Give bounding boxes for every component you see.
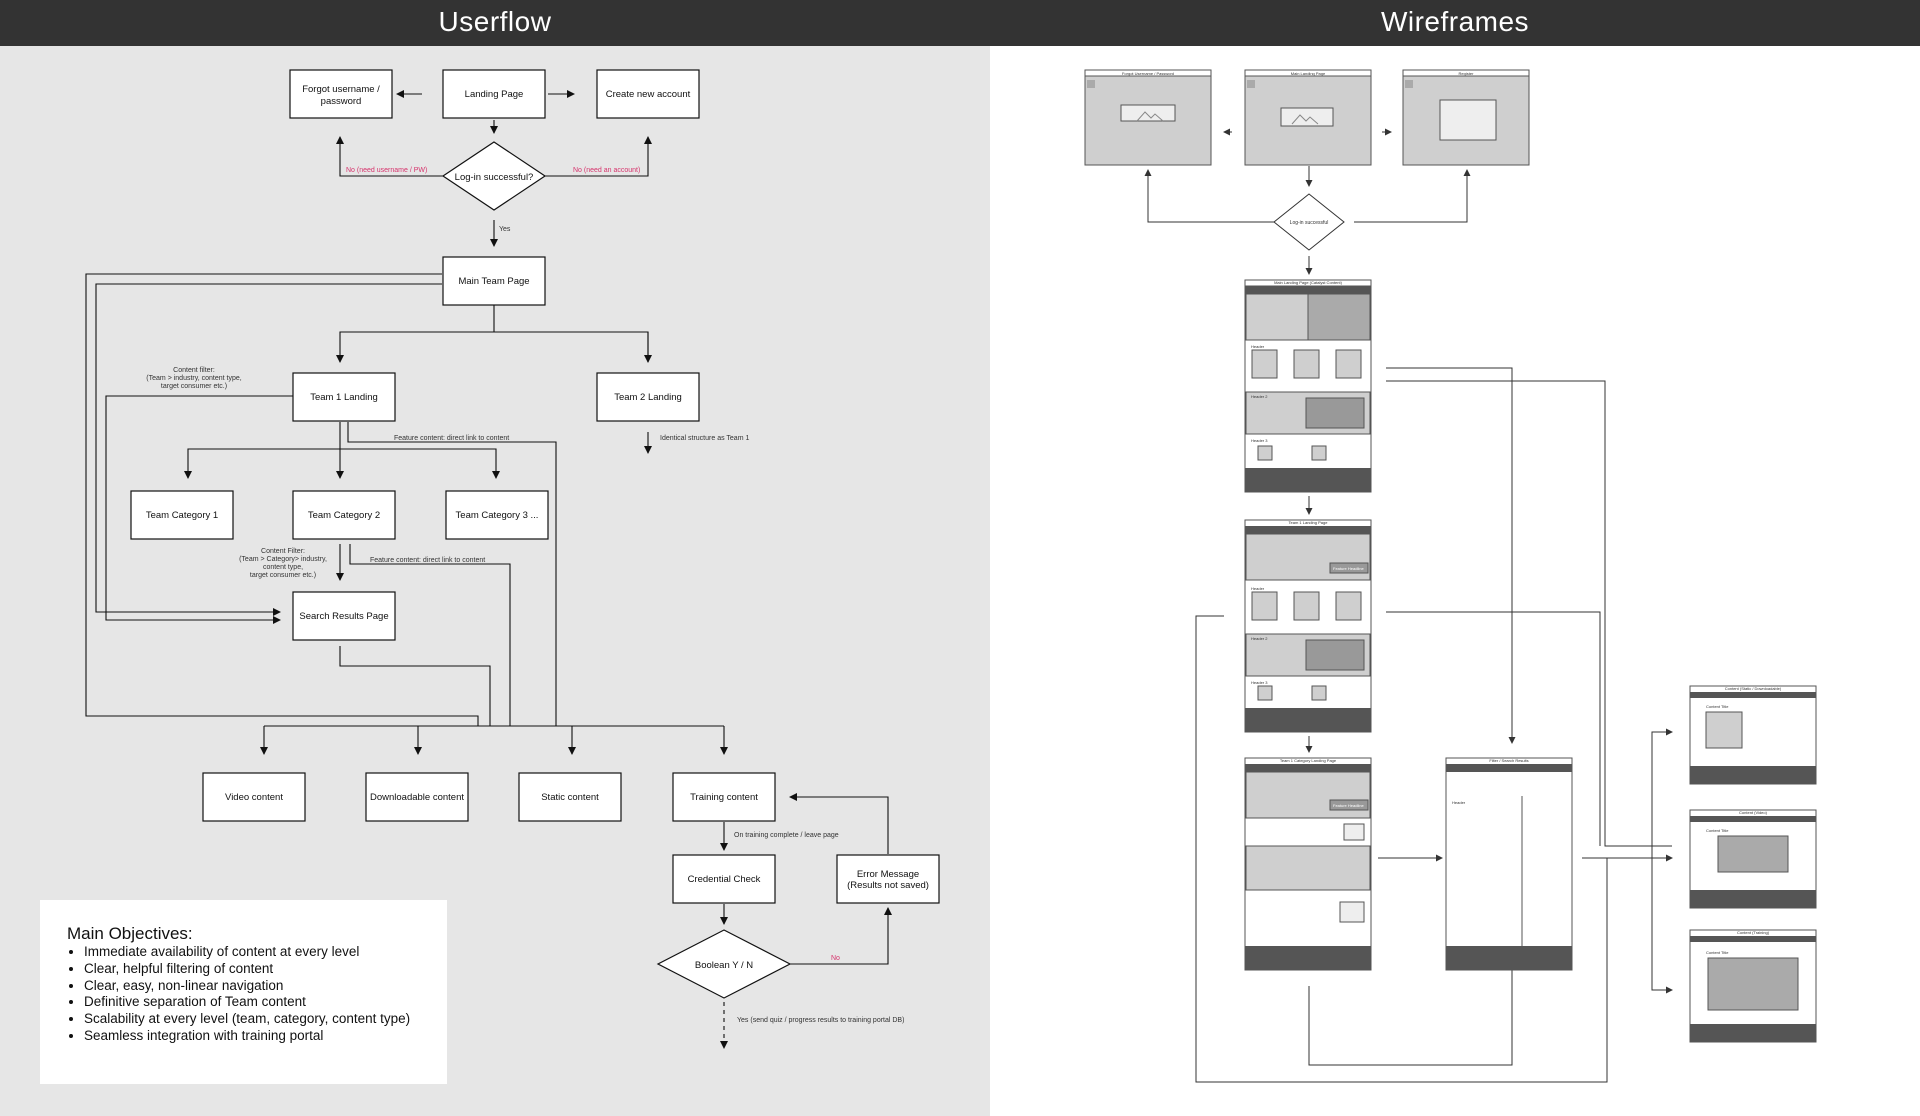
yes-send-label: Yes (send quiz / progress results to tra… [737,1017,904,1024]
content-filter-1-line3: target consumer etc.) [161,383,227,390]
training-label: Training content [690,792,758,803]
forgot-node [289,69,393,119]
downloadable-label: Downloadable content [370,792,464,803]
content-filter-1-line1: Content filter: [173,367,215,374]
title-bar: Userflow Wireframes [0,0,1920,46]
objective-item: Immediate availability of content at eve… [84,944,410,961]
no-username-label: No (need username / PW) [346,167,427,174]
landing-label: Landing Page [465,89,524,100]
login-decision [441,141,547,211]
create-account-node [596,69,700,119]
objectives-title: Main Objectives: [67,924,193,943]
credential-node [672,854,776,904]
static-node [518,772,622,822]
wireframes-panel [990,46,1920,1116]
login-label: Log-in successful? [455,172,534,183]
identical-label: Identical structure as Team 1 [660,435,749,442]
objective-item: Seamless integration with training porta… [84,1028,410,1045]
objective-item: Clear, helpful filtering of content [84,961,410,978]
feature-2-label: Feature content: direct link to content [370,557,485,564]
forgot-label-2: password [321,96,362,107]
error-label-1: Error Message [857,869,919,880]
main-team-label: Main Team Page [458,276,529,287]
team1-label: Team 1 Landing [310,392,378,403]
no-label: No [831,955,840,962]
static-label: Static content [541,792,599,803]
objectives-list: Immediate availability of content at eve… [66,944,410,1045]
category2-node [292,490,396,540]
content-filter-2-line2: (Team > Category> industry, [239,556,327,563]
content-filter-1-line2: (Team > industry, content type, [146,375,241,382]
yes-label: Yes [499,226,511,233]
forgot-label-1: Forgot username / [302,84,380,95]
credential-label: Credential Check [688,874,761,885]
error-node [836,854,940,904]
main-objectives: Main Objectives: Immediate availability … [40,900,447,1084]
category1-label: Team Category 1 [146,510,218,521]
downloadable-node [365,772,469,822]
content-filter-2-line1: Content Filter: [261,548,305,555]
team2-label: Team 2 Landing [614,392,682,403]
boolean-decision [656,929,792,999]
team2-node [596,372,700,422]
team1-node [292,372,396,422]
landing-node [442,69,546,119]
error-label-2: (Results not saved) [847,880,929,891]
no-account-label: No (need an account) [573,167,640,174]
objective-item: Scalability at every level (team, catego… [84,1011,410,1028]
video-label: Video content [225,792,283,803]
search-results-node [292,591,396,641]
video-node [202,772,306,822]
main-team-node [442,256,546,306]
content-filter-2-line3: content type, [263,564,303,571]
category3-node [445,490,549,540]
content-filter-2-line4: target consumer etc.) [250,572,316,579]
search-results-label: Search Results Page [299,611,388,622]
userflow-heading: Userflow [438,6,552,37]
userflow-diagram: Forgot username / password Landing Page … [85,69,940,1049]
category2-label: Team Category 2 [308,510,380,521]
create-label: Create new account [606,89,691,100]
objective-item: Definitive separation of Team content [84,994,410,1011]
boolean-label: Boolean Y / N [695,960,753,971]
objective-item: Clear, easy, non-linear navigation [84,978,410,995]
category3-label: Team Category 3 ... [456,510,539,521]
feature-1-label: Feature content: direct link to content [394,435,509,442]
wireframes-heading: Wireframes [1380,6,1530,37]
category1-node [130,490,234,540]
training-node [672,772,776,822]
training-complete-label: On training complete / leave page [734,832,839,839]
